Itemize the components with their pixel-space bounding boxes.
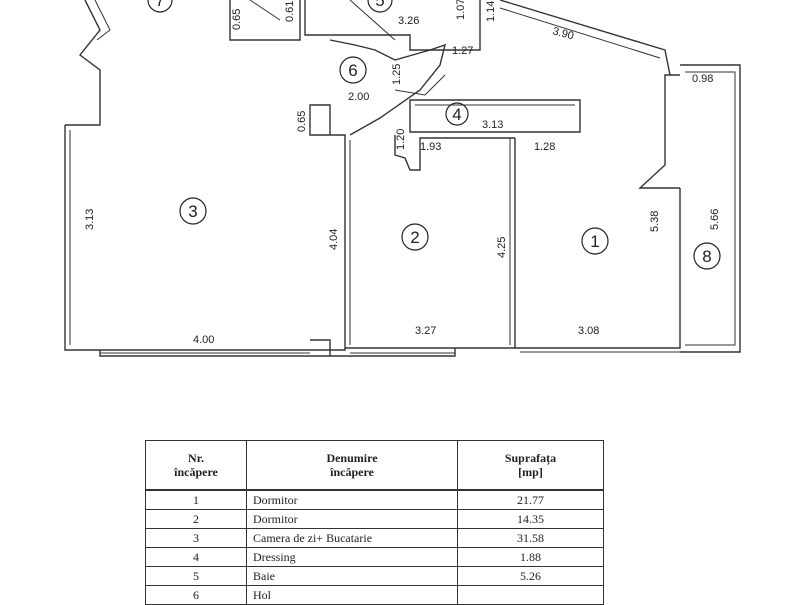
- svg-text:2: 2: [410, 228, 419, 247]
- room-number: 3: [145, 528, 247, 548]
- room-name: Dormitor: [246, 509, 458, 529]
- room-marker-5: 5: [367, 0, 393, 13]
- dim-label: 2.00: [348, 91, 369, 103]
- dim-label: 3.26: [398, 15, 419, 27]
- room-markers: 1 2 3 4 5 6 7 8: [147, 0, 721, 270]
- table-row: 1 Dormitor 21.77: [145, 489, 604, 510]
- room-name: Dormitor: [246, 489, 458, 510]
- room-marker-7: 7: [147, 0, 173, 13]
- room-name: Camera de zi+ Bucatarie: [246, 528, 458, 548]
- walls: [64, 0, 741, 357]
- dim-label: 4.25: [496, 237, 508, 258]
- svg-text:3: 3: [188, 202, 197, 221]
- table-row: 3 Camera de zi+ Bucatarie 31.58: [145, 528, 604, 548]
- room-number: 4: [145, 547, 247, 567]
- room-area: 31.58: [457, 528, 604, 548]
- room-marker-1: 1: [581, 227, 609, 255]
- room-number: 5: [145, 566, 247, 586]
- dim-label: 1.28: [534, 141, 555, 153]
- dimension-labels: 0.65 0.61 3.26 1.07 1.14 3.90 1.27 1.25 …: [84, 0, 721, 346]
- room-name: Hol: [246, 585, 458, 605]
- dim-label: 1.93: [420, 141, 441, 153]
- dim-label: 1.14: [485, 1, 497, 22]
- dim-label: 0.61: [284, 1, 296, 22]
- room-area: 1.88: [457, 547, 604, 567]
- room-marker-6: 6: [339, 56, 367, 84]
- room-marker-3: 3: [179, 197, 207, 225]
- room-number: 6: [145, 585, 247, 605]
- dim-label: 3.27: [415, 325, 436, 337]
- svg-text:1: 1: [590, 232, 599, 251]
- table-row: 2 Dormitor 14.35: [145, 509, 604, 529]
- table-row: 4 Dressing 1.88: [145, 547, 604, 567]
- room-name: Baie: [246, 566, 458, 586]
- dim-label: 4.04: [328, 229, 340, 250]
- dim-label: 0.65: [296, 111, 308, 132]
- room-number: 1: [145, 489, 247, 510]
- dim-label: 0.98: [692, 73, 713, 85]
- header-room-area: Suprafața [mp]: [457, 440, 604, 491]
- svg-text:8: 8: [702, 247, 711, 266]
- dim-label: 3.13: [84, 209, 96, 230]
- room-area: [457, 585, 604, 605]
- table-header-row: Nr. încăpere Denumire încăpere Suprafața…: [145, 440, 604, 491]
- svg-text:6: 6: [348, 61, 357, 80]
- svg-text:4: 4: [452, 105, 461, 124]
- header-room-name: Denumire încăpere: [246, 440, 458, 491]
- room-area: 14.35: [457, 509, 604, 529]
- dim-label: 1.27: [452, 45, 473, 57]
- room-area: 5.26: [457, 566, 604, 586]
- svg-text:5: 5: [375, 0, 384, 10]
- dim-label: 1.25: [391, 64, 403, 85]
- dim-label: 5.66: [709, 209, 721, 230]
- room-area-table: Nr. încăpere Denumire încăpere Suprafața…: [145, 440, 604, 605]
- room-number: 2: [145, 509, 247, 529]
- dim-label: 5.38: [649, 211, 661, 232]
- room-marker-2: 2: [401, 223, 429, 251]
- dim-label: 0.65: [231, 9, 243, 30]
- room-name: Dressing: [246, 547, 458, 567]
- dim-label: 1.07: [455, 0, 467, 20]
- dim-label: 3.90: [551, 25, 575, 42]
- room-area: 21.77: [457, 489, 604, 510]
- room-marker-8: 8: [693, 242, 721, 270]
- room-marker-4: 4: [445, 102, 469, 126]
- dim-label: 3.08: [578, 325, 599, 337]
- dim-label: 1.20: [395, 129, 407, 150]
- dim-label: 3.13: [482, 119, 503, 131]
- dim-label: 4.00: [193, 334, 214, 346]
- svg-text:7: 7: [155, 0, 164, 10]
- table-row: 5 Baie 5.26: [145, 566, 604, 586]
- header-room-number: Nr. încăpere: [145, 440, 247, 491]
- table-row: 6 Hol: [145, 585, 604, 605]
